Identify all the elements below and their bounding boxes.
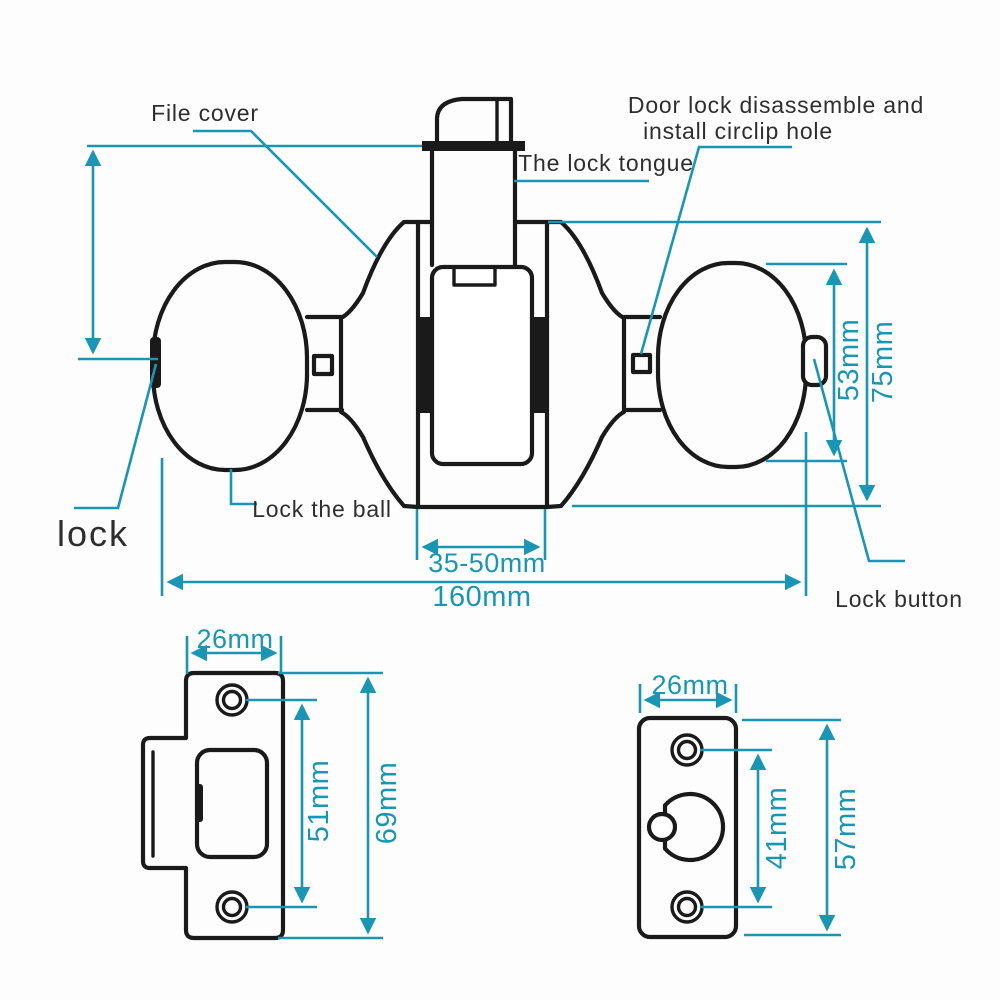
latch-plate-outline bbox=[636, 715, 739, 940]
latch-cam-pin bbox=[646, 811, 678, 843]
strike-hole-notch bbox=[196, 784, 203, 822]
strike-plate-outline bbox=[140, 670, 286, 941]
cylinder-notch bbox=[452, 265, 497, 287]
latch-cam-shape bbox=[662, 791, 726, 863]
file-cover-leader bbox=[193, 129, 378, 258]
knob-assembly-drawing bbox=[150, 96, 829, 510]
strike-width-ticks bbox=[185, 636, 283, 674]
strike-plate-drawing bbox=[140, 670, 286, 941]
total-length-ticks bbox=[160, 432, 808, 596]
latch-screw-top-outer bbox=[670, 733, 704, 767]
strike-height-value: 69mm bbox=[371, 762, 403, 845]
total-length-value: 160mm bbox=[432, 581, 531, 613]
lock-label: lock bbox=[57, 513, 129, 554]
right-rose bbox=[544, 219, 627, 510]
left-rose bbox=[338, 219, 421, 510]
lock-tongue-label: The lock tongue bbox=[518, 150, 694, 176]
spindle-cylinder bbox=[429, 264, 535, 467]
lock-ball-leader bbox=[229, 469, 257, 506]
strike-screw-top-outer bbox=[215, 683, 249, 717]
latch-height-value: 57mm bbox=[830, 788, 862, 871]
circlip-label-line2: install circlip hole bbox=[643, 118, 833, 144]
dimension-lines bbox=[74, 129, 905, 940]
strike-screw-bottom-inner bbox=[221, 896, 243, 918]
left-neck bbox=[304, 314, 345, 413]
latch-screw-ext-lines bbox=[700, 748, 772, 909]
strike-screw-ext-lines bbox=[246, 698, 317, 909]
circlip-hole-square bbox=[630, 352, 653, 375]
left-knurl-band bbox=[417, 317, 432, 413]
assembly-height-value: 75mm bbox=[867, 321, 899, 404]
latch-body bbox=[429, 147, 518, 268]
right-neck bbox=[621, 314, 663, 413]
strike-screw-spacing-value: 51mm bbox=[303, 760, 335, 843]
latch-screw-bottom-inner bbox=[676, 896, 698, 918]
strike-screw-top-inner bbox=[221, 689, 243, 711]
latch-width-ticks bbox=[638, 684, 738, 713]
lock-ball-label: Lock the ball bbox=[252, 496, 392, 522]
latch-screw-spacing-value: 41mm bbox=[761, 787, 793, 870]
right-knob-outline bbox=[655, 260, 809, 470]
left-knob-outline bbox=[150, 259, 310, 473]
latch-tongue bbox=[434, 96, 514, 144]
lock-leader bbox=[74, 363, 158, 510]
knob-height-value: 53mm bbox=[833, 319, 865, 402]
lock-button-label: Lock button bbox=[835, 586, 963, 612]
latch-screw-bottom-outer bbox=[670, 890, 704, 924]
door-thickness-value: 35-50mm bbox=[428, 548, 546, 578]
door-thickness-ticks bbox=[415, 509, 547, 560]
latch-screw-top-inner bbox=[676, 739, 698, 761]
latch-faceplate bbox=[422, 141, 525, 151]
latch-width-value: 26mm bbox=[651, 670, 728, 700]
circlip-label-line1: Door lock disassemble and bbox=[628, 92, 924, 118]
part-labels: File cover Door lock disassemble and ins… bbox=[57, 92, 963, 612]
circlip-hole-leader bbox=[639, 145, 792, 355]
right-knurl-band bbox=[532, 317, 547, 413]
latch-height-ext-lines bbox=[742, 718, 841, 937]
strike-hole bbox=[194, 747, 270, 860]
dimension-labels: 53mm 75mm 35-50mm 160mm 26mm 51mm 69mm 2… bbox=[196, 319, 899, 871]
strike-height-ext-lines bbox=[278, 671, 383, 940]
file-cover-label: File cover bbox=[151, 100, 259, 126]
left-neck-square-hole bbox=[311, 353, 335, 377]
strike-screw-bottom-outer bbox=[215, 890, 249, 924]
strike-width-value: 26mm bbox=[196, 624, 273, 654]
